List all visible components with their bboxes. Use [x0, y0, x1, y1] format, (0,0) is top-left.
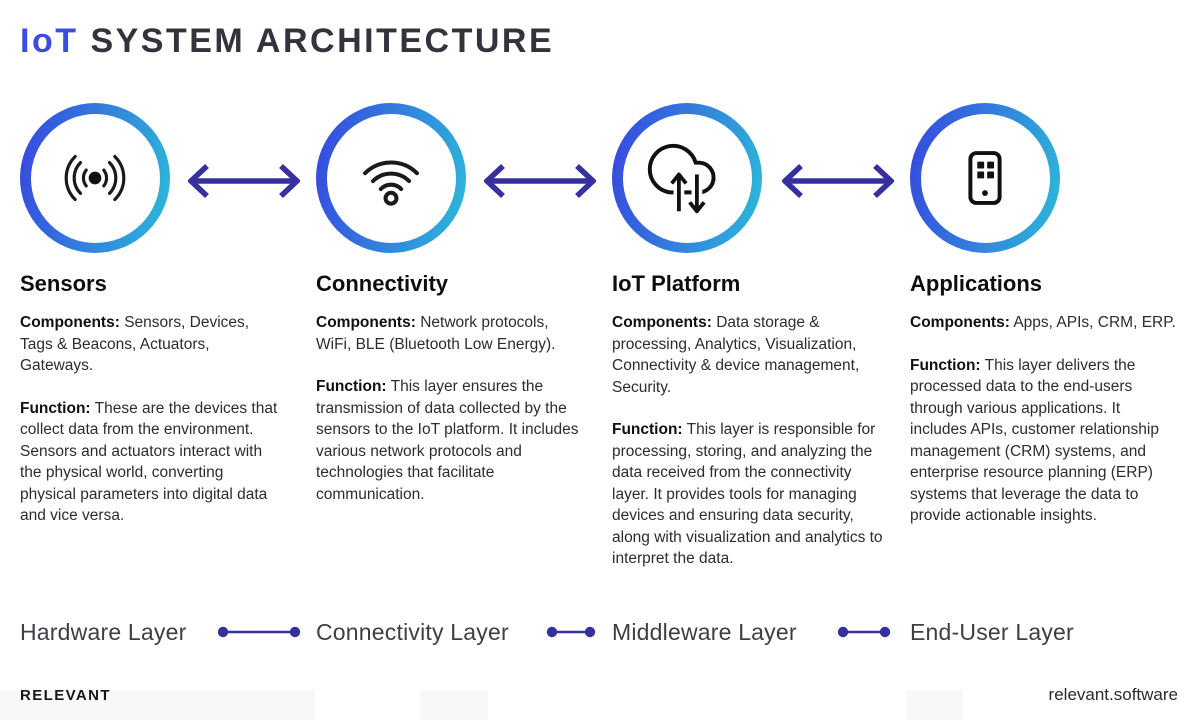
layer-connector [217, 626, 301, 638]
watermark-band [488, 690, 906, 720]
mobile-app-icon [968, 151, 1002, 205]
components-text: Components: Apps, APIs, CRM, ERP. [910, 314, 1176, 331]
column-title: IoT Platform [612, 271, 741, 296]
layer-connector [837, 626, 891, 638]
connectivity-layer-label: Connectivity Layer [316, 619, 509, 645]
components-label: Components: [612, 314, 712, 331]
iot-platform-circle [612, 103, 762, 253]
bidirectional-arrow [484, 163, 596, 199]
connectivity-column: Connectivity Components: Network protoco… [316, 270, 586, 526]
function-text: Function: This layer ensures the transmi… [316, 378, 579, 503]
components-label: Components: [316, 314, 416, 331]
components-text: Components: Data storage & processing, A… [612, 314, 860, 396]
components-label: Components: [20, 314, 120, 331]
connectivity-circle [316, 103, 466, 253]
page-title: IoT SYSTEM ARCHITECTURE [20, 22, 554, 61]
end-user-layer-label: End-User Layer [910, 619, 1074, 645]
middleware-layer-label: Middleware Layer [612, 619, 797, 645]
applications-circle [910, 103, 1060, 253]
applications-column: Applications Components: Apps, APIs, CRM… [910, 270, 1178, 548]
watermark-band [315, 690, 420, 720]
function-text: Function: These are the devices that col… [20, 399, 278, 525]
column-title: Applications [910, 271, 1043, 296]
function-label: Function: [316, 378, 387, 395]
hardware-layer-label: Hardware Layer [20, 619, 187, 645]
components-text: Components: Network protocols, WiFi, BLE… [316, 314, 556, 353]
cloud-sync-icon [647, 143, 716, 216]
layer-connector [546, 626, 596, 638]
function-label: Function: [612, 421, 683, 438]
components-label: Components: [910, 314, 1010, 331]
iot-platform-column: IoT Platform Components: Data storage & … [612, 270, 886, 591]
watermark-band [963, 690, 1200, 720]
sensors-circle [20, 103, 170, 253]
column-title: Connectivity [316, 271, 449, 296]
bidirectional-arrow [782, 163, 894, 199]
column-title: Sensors [20, 271, 107, 296]
signal-icon [64, 154, 126, 202]
title-highlight: IoT [20, 22, 79, 60]
sensors-column: Sensors Components: Sensors, Devices, Ta… [20, 270, 278, 548]
title-rest: SYSTEM ARCHITECTURE [90, 22, 555, 60]
function-text: Function: This layer delivers the proces… [910, 356, 1159, 525]
wifi-icon [363, 160, 419, 206]
function-label: Function: [910, 356, 981, 374]
function-text: Function: This layer is responsible for … [612, 421, 883, 567]
function-label: Function: [20, 399, 91, 417]
bidirectional-arrow [188, 163, 300, 199]
components-text: Components: Sensors, Devices, Tags & Bea… [20, 314, 250, 374]
relevant-logo: RELEVANT [20, 687, 111, 704]
website-link[interactable]: relevant.software [1048, 685, 1178, 704]
